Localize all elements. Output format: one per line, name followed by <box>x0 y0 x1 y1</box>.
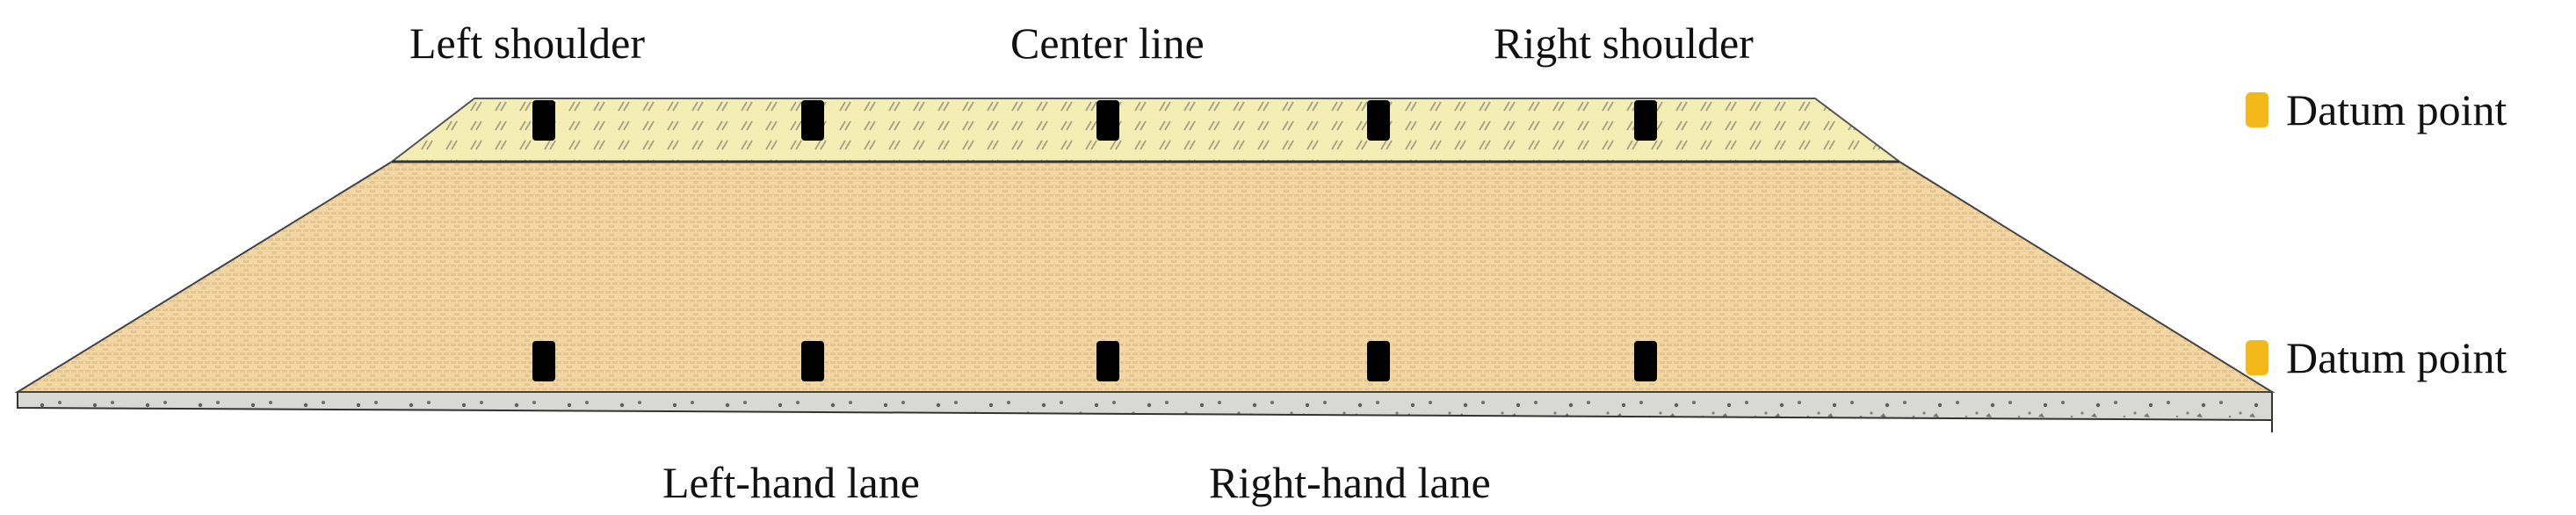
embankment-layer <box>14 161 2276 393</box>
legend-label-bottom: Datum point <box>2286 333 2507 382</box>
bottom-marker-row <box>532 341 1657 381</box>
center-line-label: Center line <box>1010 18 1205 68</box>
base-layer <box>17 391 2273 422</box>
legend-label-top: Datum point <box>2286 85 2507 134</box>
top-marker-1 <box>532 100 555 141</box>
datum-point-swatch-top <box>2246 92 2268 127</box>
bottom-marker-1 <box>532 341 555 381</box>
datum-point-swatch-bottom <box>2246 340 2268 375</box>
bottom-marker-2 <box>801 341 824 381</box>
legend-datum-point-top: Datum point <box>2246 88 2507 132</box>
bottom-marker-3 <box>1096 341 1119 381</box>
left-hand-lane-label: Left-hand lane <box>662 458 920 507</box>
bottom-marker-4 <box>1367 341 1390 381</box>
top-marker-5 <box>1634 100 1657 141</box>
top-marker-row <box>532 100 1657 141</box>
top-marker-4 <box>1367 100 1390 141</box>
right-hand-lane-label: Right-hand lane <box>1209 458 1491 507</box>
top-marker-2 <box>801 100 824 141</box>
legend-datum-point-bottom: Datum point <box>2246 336 2507 380</box>
left-shoulder-label: Left shoulder <box>409 18 645 68</box>
top-marker-3 <box>1096 100 1119 141</box>
right-shoulder-label: Right shoulder <box>1494 18 1754 68</box>
bottom-marker-5 <box>1634 341 1657 381</box>
top-shoulder-layer <box>389 98 1902 163</box>
